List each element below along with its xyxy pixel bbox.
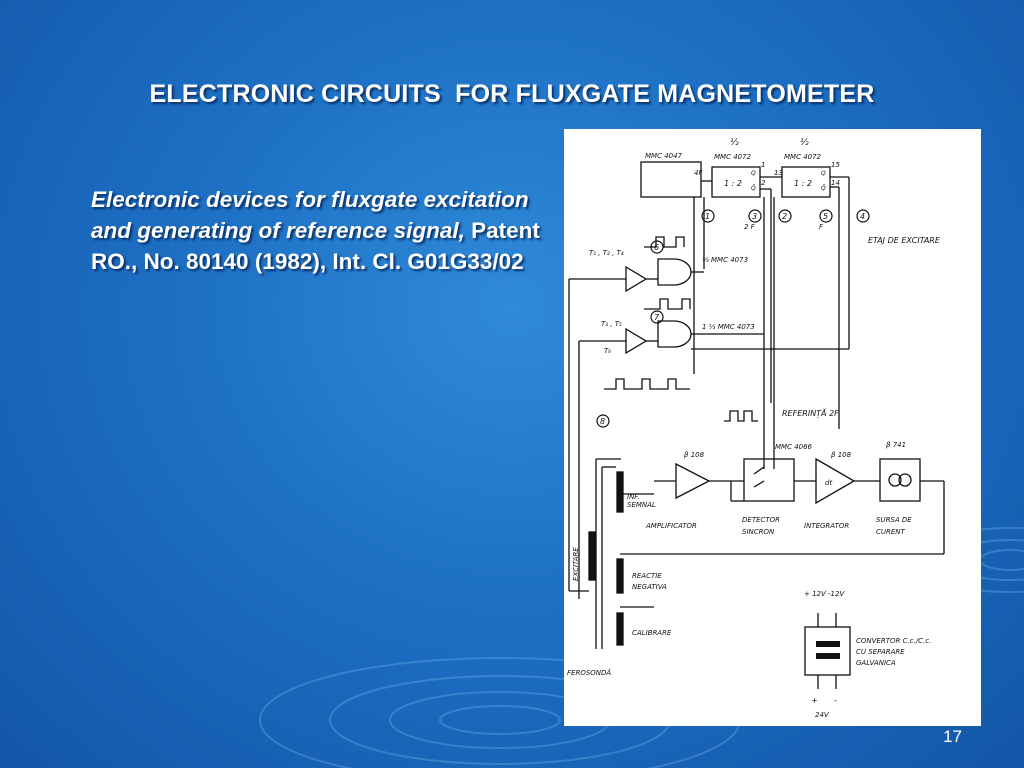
label-4f: 4F <box>694 169 703 177</box>
node-3: 3 <box>752 212 757 221</box>
body-italic-text: Electronic devices for fluxgate excitati… <box>91 187 529 243</box>
label-negativa: NEGATIVA <box>632 583 667 591</box>
label-b108-a: β 108 <box>684 451 705 459</box>
label-gate-a: ⅓ MMC 4073 <box>702 256 748 264</box>
label-ferosonda: FEROSONDĂ <box>567 668 611 677</box>
label-q-a: Q <box>751 170 756 177</box>
label-half-1: ½ <box>730 138 739 148</box>
label-pin-13: 13 <box>774 169 783 177</box>
label-minus: - <box>834 696 837 705</box>
ic-mmc4047-box <box>640 161 702 198</box>
label-pin-2: 2 <box>761 179 766 187</box>
label-f: F <box>819 223 824 231</box>
label-curent: CURENT <box>876 528 906 536</box>
label-t6: T₆ <box>604 347 611 355</box>
label-b741: β 741 <box>886 441 906 449</box>
node-7: 7 <box>654 313 660 322</box>
label-pin-1: 1 <box>761 161 765 169</box>
label-plus: + <box>811 696 818 705</box>
node-4: 4 <box>860 212 865 221</box>
label-sincron: SINCRON <box>742 528 775 536</box>
label-convertor-1: CONVERTOR C.c./C.c. <box>856 637 931 645</box>
label-integrator: INTEGRATOR <box>804 522 849 530</box>
label-half-2: ½ <box>800 138 809 148</box>
label-referinta: REFERINȚĂ 2F <box>782 407 839 418</box>
label-reactie: REACTIE <box>632 572 662 580</box>
node-6: 6 <box>654 243 659 252</box>
label-ratio-b: 1 : 2 <box>794 179 812 188</box>
label-sursa-de: SURSA DE <box>876 516 912 524</box>
page-number: 17 <box>943 727 962 746</box>
node-5: 5 <box>823 212 828 221</box>
label-ratio-a: 1 : 2 <box>724 179 742 188</box>
label-excitare: EXCITARE <box>572 547 580 581</box>
label-q-b: Q <box>821 170 826 177</box>
label-inf: INF. <box>627 493 640 501</box>
ic-mmc4072b-box <box>781 166 831 198</box>
label-amplificator: AMPLIFICATOR <box>645 522 697 530</box>
ic-mmc4072a-box <box>711 166 761 198</box>
label-qbar-a: Q̄ <box>751 185 756 192</box>
body-patent-text: Patent RO., No. 80140 (1982), Int. Cl. G… <box>91 218 540 274</box>
circuit-diagram: MMC 4047 ½ ½ MMC 4072 MMC 4072 1 : 2 1 :… <box>564 129 981 726</box>
label-convertor-3: GALVANICA <box>856 659 896 667</box>
node-2: 2 <box>782 212 787 221</box>
slide-title: ELECTRONIC CIRCUITS FOR FLUXGATE MAGNETO… <box>149 80 875 108</box>
label-calibrare: CALIBRARE <box>632 629 672 637</box>
label-mmc4066: MMC 4066 <box>775 443 813 451</box>
label-24v: 24V <box>815 711 830 719</box>
label-gate-b: 1 ⅓ MMC 4073 <box>702 323 755 331</box>
label-2f: 2 F <box>744 223 756 231</box>
label-etaj-de-excitare: ETAJ DE EXCITARE <box>868 236 941 245</box>
label-transistors-a: T₁ , T₂ , T₄ <box>589 249 624 257</box>
label-b108-b: β 108 <box>831 451 852 459</box>
body-paragraph: Electronic devices for fluxgate excitati… <box>91 184 561 277</box>
label-mmc4072-a: MMC 4072 <box>714 153 752 161</box>
node-8: 8 <box>600 417 605 426</box>
label-dt: dt <box>825 479 832 487</box>
label-detector: DETECTOR <box>742 516 780 524</box>
label-mmc4072-b: MMC 4072 <box>784 153 822 161</box>
label-pin-15: 15 <box>831 161 840 169</box>
label-pin-14: 14 <box>831 179 840 187</box>
label-supply: + 12V -12V <box>804 590 845 598</box>
label-convertor-2: CU SEPARARE <box>856 648 905 656</box>
label-semnal: SEMNAL <box>627 501 656 509</box>
label-mmc4047: MMC 4047 <box>645 152 683 160</box>
node-1: 1 <box>705 212 710 221</box>
label-qbar-b: Q̄ <box>821 185 826 192</box>
label-transistors-b: T₃ , T₅ <box>601 320 622 328</box>
